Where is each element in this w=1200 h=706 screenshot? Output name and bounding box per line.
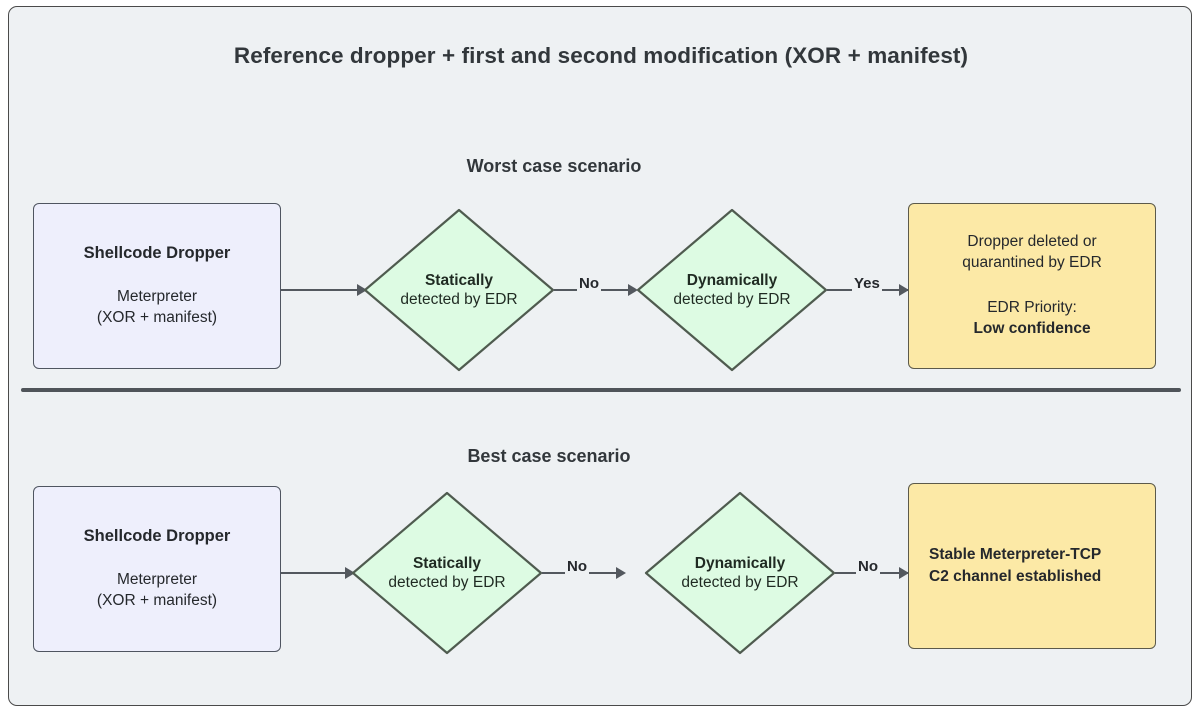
best-edge-label-no-dynamic: No bbox=[856, 558, 880, 575]
worst-dropper-node: Shellcode Dropper Meterpreter (XOR + man… bbox=[33, 203, 281, 369]
best-dropper-sub-line2: (XOR + manifest) bbox=[96, 591, 218, 609]
worst-edge-label-yes: Yes bbox=[852, 275, 882, 292]
worst-arrowhead-outcome bbox=[899, 284, 909, 296]
worst-dropper-title: Shellcode Dropper bbox=[83, 244, 231, 263]
best-dropper-sub-line1: Meterpreter bbox=[116, 570, 198, 588]
worst-outcome-priority-label: EDR Priority: bbox=[987, 299, 1077, 316]
worst-decision-dynamically: Dynamically detected by EDR bbox=[634, 206, 830, 374]
best-outcome-line1: Stable Meterpreter-TCP bbox=[929, 546, 1102, 563]
best-arrowhead-dynamic bbox=[616, 567, 626, 579]
worst-outcome-priority-value: Low confidence bbox=[973, 319, 1091, 337]
best-arrowhead-outcome bbox=[899, 567, 909, 579]
worst-dropper-sub-line1: Meterpreter bbox=[116, 287, 198, 305]
worst-outcome-line2: quarantined by EDR bbox=[962, 254, 1102, 272]
worst-edge-dropper-to-static bbox=[281, 289, 359, 291]
worst-outcome-line1: Dropper deleted or bbox=[967, 233, 1097, 251]
best-dropper-subtitle: Meterpreter (XOR + manifest) bbox=[97, 570, 217, 612]
diamond-shape-icon bbox=[363, 208, 555, 372]
worst-dropper-subtitle: Meterpreter (XOR + manifest) bbox=[97, 287, 217, 329]
worst-arrowhead-static bbox=[357, 284, 367, 296]
diamond-shape-icon bbox=[644, 491, 836, 655]
best-edge-label-no-static: No bbox=[565, 558, 589, 575]
section-divider bbox=[21, 388, 1181, 392]
worst-outcome-node: Dropper deleted or quarantined by EDR ED… bbox=[908, 203, 1156, 369]
best-edge-dropper-to-static bbox=[281, 572, 347, 574]
worst-arrowhead-dynamic bbox=[628, 284, 638, 296]
diamond-shape-icon bbox=[351, 491, 543, 655]
diagram-frame: Reference dropper + first and second mod… bbox=[8, 6, 1192, 706]
best-dropper-node: Shellcode Dropper Meterpreter (XOR + man… bbox=[33, 486, 281, 652]
best-outcome-line2: C2 channel established bbox=[929, 568, 1102, 585]
worst-dropper-sub-line2: (XOR + manifest) bbox=[96, 308, 218, 326]
section-header-worst-case: Worst case scenario bbox=[466, 156, 642, 176]
worst-decision-statically: Statically detected by EDR bbox=[361, 206, 557, 374]
best-decision-statically: Statically detected by EDR bbox=[349, 489, 545, 657]
best-arrowhead-static bbox=[345, 567, 355, 579]
diamond-shape-icon bbox=[636, 208, 828, 372]
best-decision-dynamically: Dynamically detected by EDR bbox=[642, 489, 838, 657]
worst-edge-label-no-static: No bbox=[577, 275, 601, 292]
best-dropper-title: Shellcode Dropper bbox=[83, 527, 231, 546]
section-header-best-case: Best case scenario bbox=[467, 446, 631, 466]
best-outcome-node: Stable Meterpreter-TCP C2 channel establ… bbox=[908, 483, 1156, 649]
diagram-title: Reference dropper + first and second mod… bbox=[233, 43, 969, 68]
